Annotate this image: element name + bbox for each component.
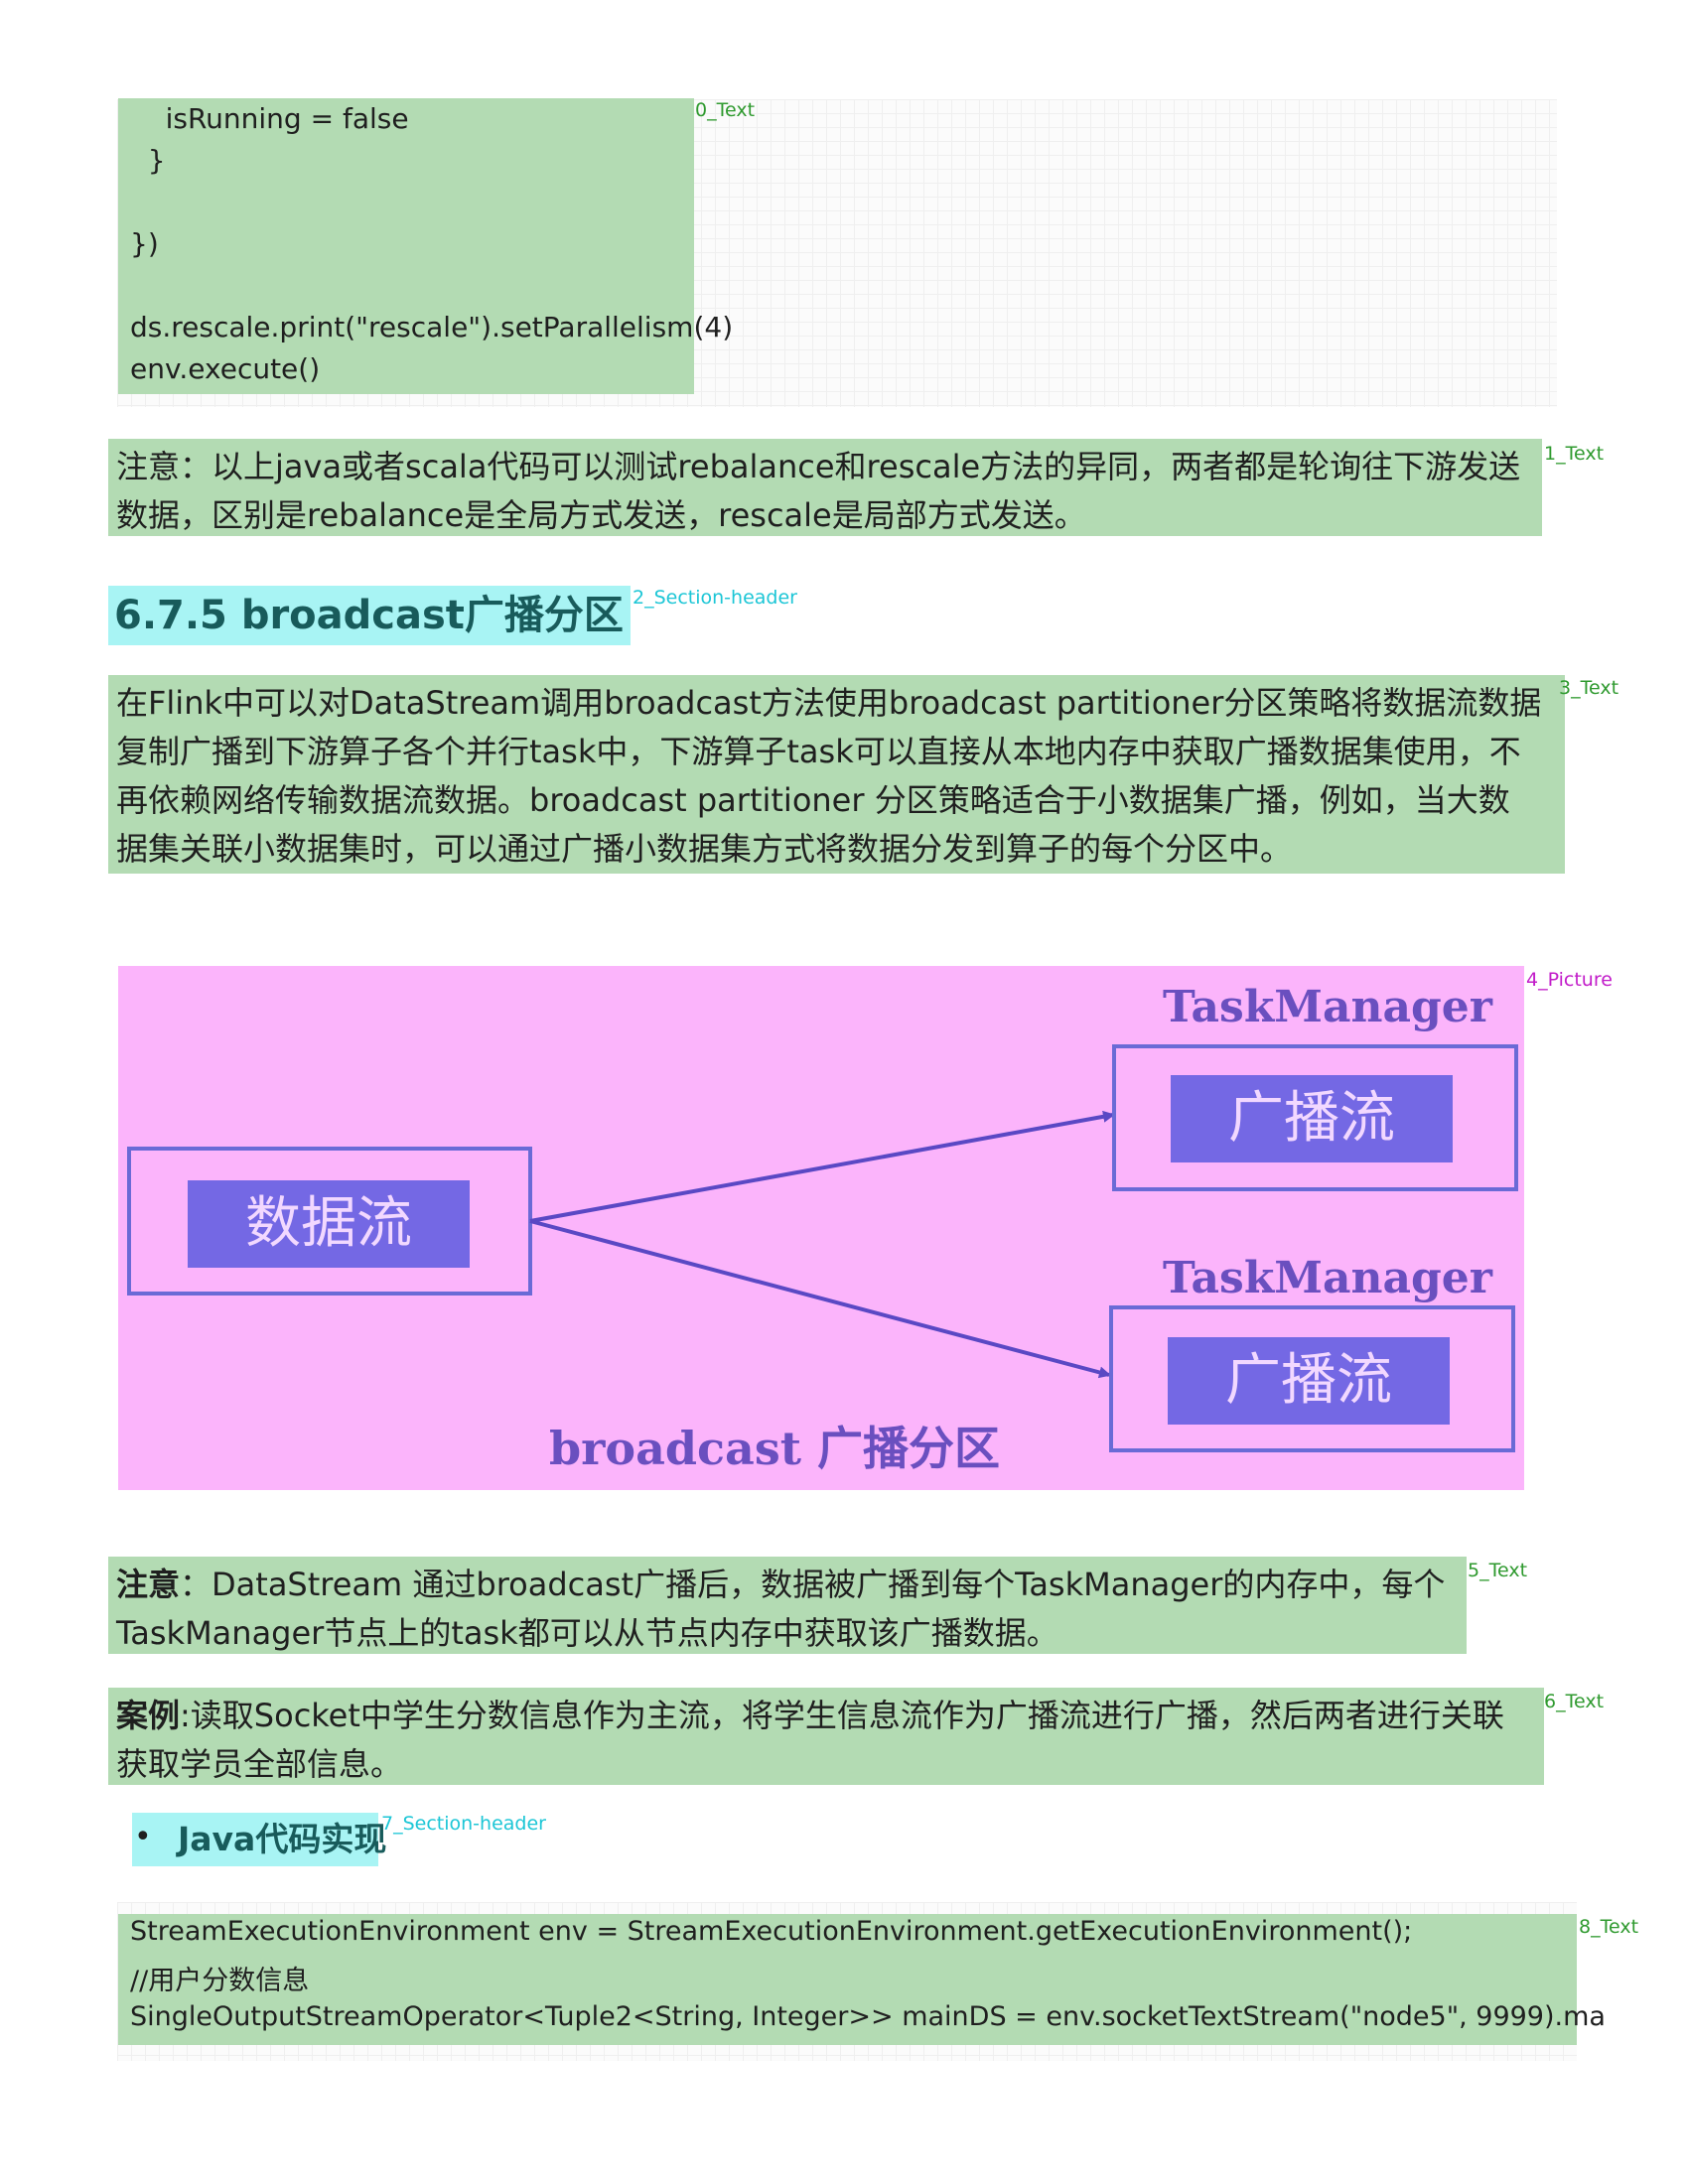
region-tag: 7_Section-header (381, 1813, 546, 1835)
region-tag: 0_Text (695, 99, 756, 121)
text-line: 数据，区别是rebalance是全局方式发送，rescale是局部方式发送。 (116, 496, 1086, 534)
arrow-to-top (529, 1110, 1115, 1223)
arrow-to-bottom (529, 1219, 1111, 1379)
broadcast-label-box (1168, 1337, 1450, 1425)
note-bold-label: 注意 (116, 1566, 181, 1603)
java-section-title: Java代码实现 (178, 1820, 387, 1858)
code-line: //用户分数信息 (130, 1966, 310, 1996)
code-line: StreamExecutionEnvironment env = StreamE… (130, 1916, 1413, 1947)
section-title: 6.7.5 broadcast广播分区 (108, 586, 631, 645)
example-bold-label: 案例 (116, 1697, 181, 1734)
task-manager-box (1109, 1305, 1515, 1452)
text-span: ：DataStream 通过broadcast广播后，数据被广播到每个TaskM… (180, 1566, 1446, 1603)
source-label-box (188, 1180, 470, 1268)
text-span: :读取Socket中学生分数信息作为主流，将学生信息流作为广播流进行广播，然后两… (180, 1697, 1504, 1734)
text-line: 注意：DataStream 通过broadcast广播后，数据被广播到每个Tas… (116, 1561, 1459, 1609)
bullet: • (134, 1820, 152, 1854)
note-paragraph-2: 注意：DataStream 通过broadcast广播后，数据被广播到每个Tas… (108, 1557, 1467, 1654)
code-line: env.execute() (130, 352, 321, 385)
region-tag: 4_Picture (1526, 969, 1613, 991)
region-tag: 8_Text (1579, 1916, 1639, 1938)
code-line: ds.rescale.print("rescale").setParalleli… (130, 311, 734, 343)
code-line: SingleOutputStreamOperator<Tuple2<String… (130, 2001, 1606, 2032)
text-line: 注意：以上java或者scala代码可以测试rebalance和rescale方… (116, 448, 1521, 485)
intro-paragraph: 在Flink中可以对DataStream调用broadcast方法使用broad… (108, 675, 1565, 874)
source-label: 数据流 (245, 1191, 412, 1256)
broadcast-label-box (1171, 1075, 1453, 1162)
region-tag: 6_Text (1544, 1691, 1605, 1712)
region-tag: 3_Text (1559, 677, 1619, 699)
region-tag: 1_Text (1544, 443, 1605, 465)
diagram-caption: broadcast 广播分区 (549, 1422, 1000, 1475)
broadcast-label: 广播流 (1228, 1086, 1395, 1151)
task-manager-box (1112, 1044, 1518, 1191)
text-line: 再依赖网络传输数据流数据。broadcast partitioner 分区策略适… (116, 781, 1510, 819)
code-block-bottom: StreamExecutionEnvironment env = StreamE… (118, 1914, 1606, 2045)
code-line: isRunning = false (130, 102, 409, 135)
text-line: 复制广播到下游算子各个并行task中，下游算子task可以直接从本地内存中获取广… (116, 733, 1521, 770)
text-line: 据集关联小数据集时，可以通过广播小数据集方式将数据分发到算子的每个分区中。 (116, 830, 1293, 868)
code-line: }) (130, 227, 159, 260)
region-tag: 5_Text (1468, 1560, 1528, 1581)
code-block-top: isRunning = false } }) ds.rescale.print(… (118, 98, 733, 394)
task-manager-title: TaskManager (1163, 982, 1493, 1032)
code-line: } (130, 144, 166, 177)
text-line: 在Flink中可以对DataStream调用broadcast方法使用broad… (116, 684, 1542, 722)
broadcast-diagram: 数据流 TaskManager 广播流 TaskManager 广播流 broa… (118, 966, 1524, 1490)
text-line: 案例:读取Socket中学生分数信息作为主流，将学生信息流作为广播流进行广播，然… (116, 1692, 1536, 1740)
java-section-header: • Java代码实现 (132, 1813, 386, 1866)
text-line: TaskManager节点上的task都可以从节点内存中获取该广播数据。 (116, 1614, 1058, 1652)
example-paragraph: 案例:读取Socket中学生分数信息作为主流，将学生信息流作为广播流进行广播，然… (108, 1688, 1544, 1785)
task-manager-title: TaskManager (1163, 1253, 1493, 1303)
broadcast-label: 广播流 (1225, 1348, 1392, 1413)
text-line: 获取学员全部信息。 (116, 1745, 403, 1783)
region-tag: 2_Section-header (633, 587, 797, 609)
diagram-svg: 数据流 TaskManager 广播流 TaskManager 广播流 broa… (127, 982, 1518, 1475)
note-paragraph-1: 注意：以上java或者scala代码可以测试rebalance和rescale方… (108, 439, 1542, 536)
